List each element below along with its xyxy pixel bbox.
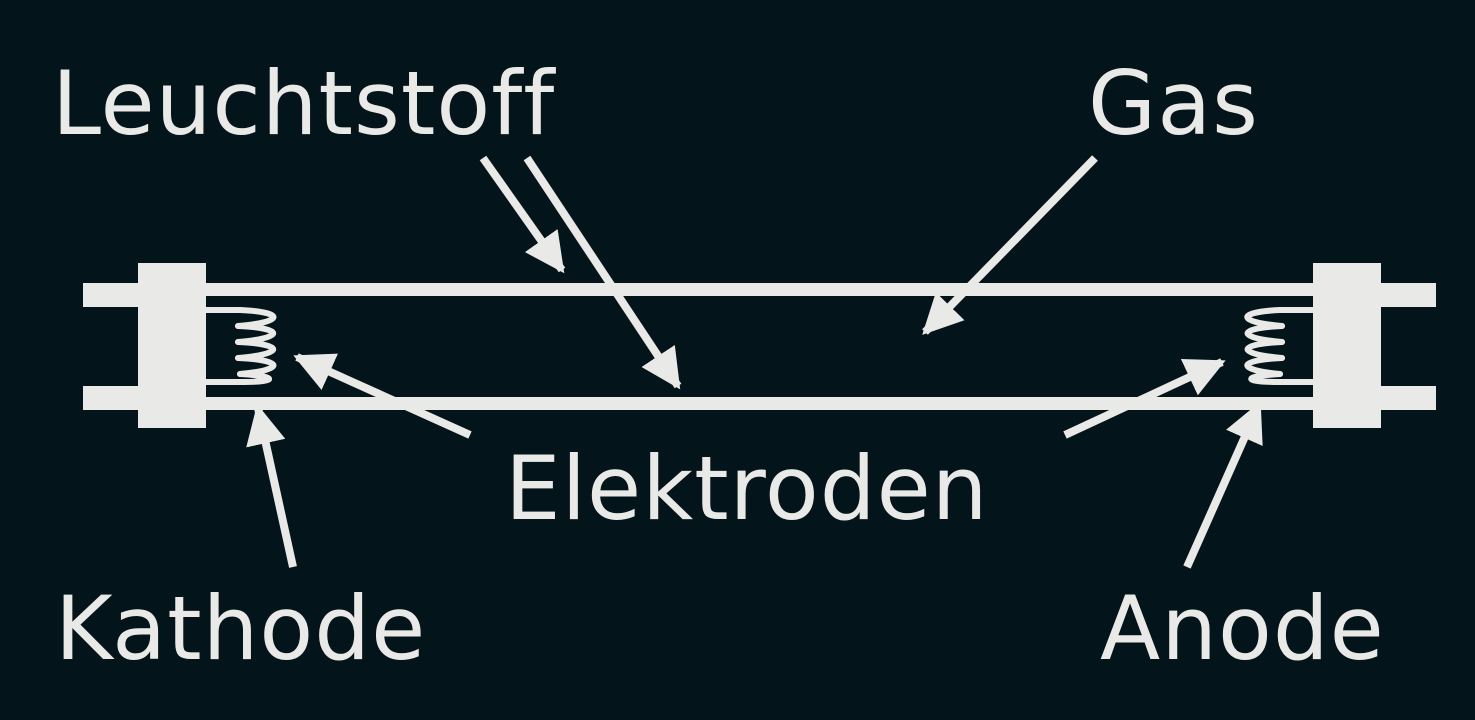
arrow-leuchtstoff-to-bottom-wall [523,155,682,390]
arrow-anode [1183,401,1263,569]
right-pin-bottom [1376,386,1436,410]
label-gas: Gas [1088,52,1259,155]
right-end-cap [1313,263,1381,428]
arrow-gas [922,155,1098,335]
right-pin-top [1376,283,1436,307]
label-leuchtstoff: Leuchtstoff [52,52,556,155]
tube-body [83,263,1436,428]
left-end-cap [138,263,206,428]
left-pin-top [83,283,143,307]
left-pin-bottom [83,386,143,410]
arrow-leuchtstoff-to-top-wall [479,155,566,274]
arrow-elektroden-right [1063,358,1226,439]
tube-wall-bottom [204,397,1316,410]
label-anode: Anode [1100,577,1385,680]
anode-coil [1244,307,1316,385]
pointer-arrows [246,155,1263,569]
arrow-kathode [246,404,297,568]
cathode-coil [203,307,277,385]
arrow-elektroden-left [293,353,472,439]
label-elektroden: Elektroden [505,437,989,540]
tube-wall-top [204,283,1316,296]
label-kathode: Kathode [55,577,427,680]
